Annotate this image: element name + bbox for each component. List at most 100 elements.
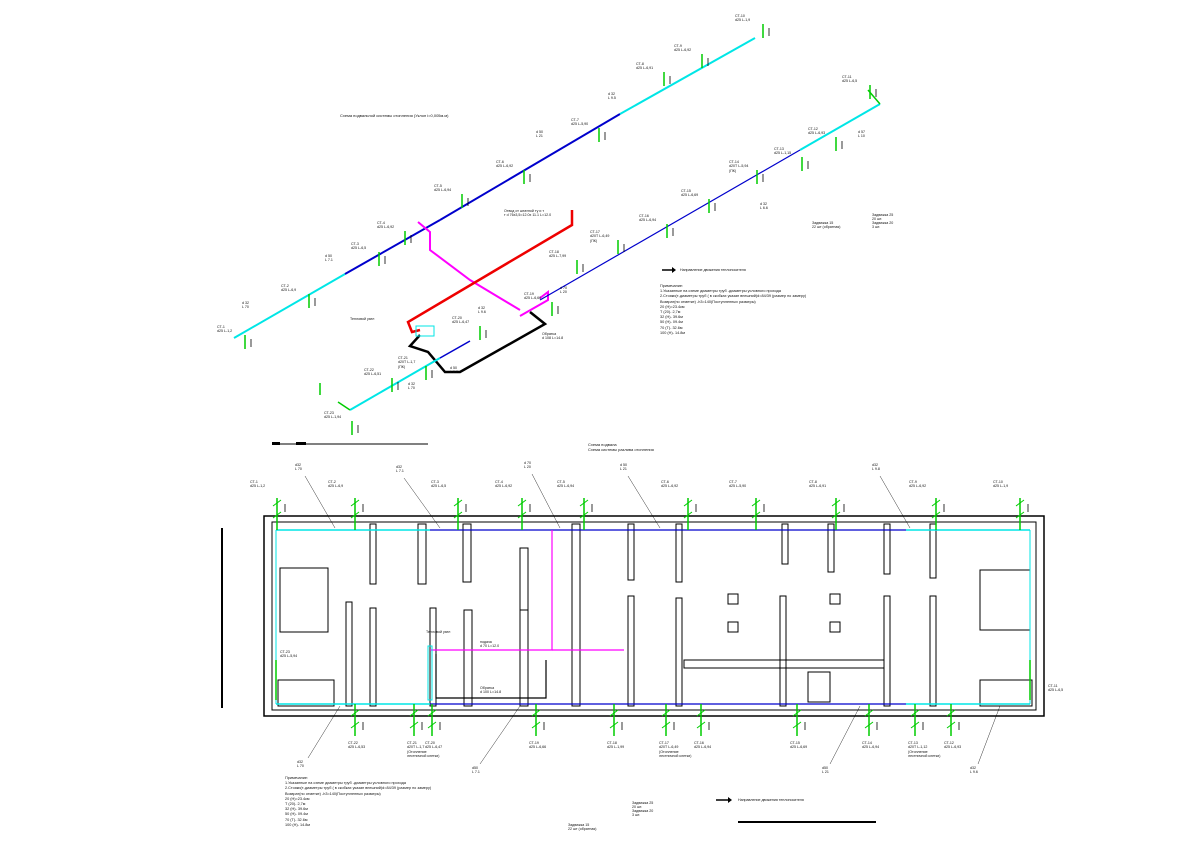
riser-name: СТ-22: [348, 741, 358, 745]
riser-name: СТ-18: [549, 250, 559, 254]
riser-name: СТ-5: [434, 184, 442, 188]
iso-note-4: 20 (Н)=23.4км: [660, 304, 685, 309]
iso-note-8: 70 (Т)- 32.6м: [660, 325, 683, 330]
plan-note-0: Примечание:: [285, 776, 309, 780]
plan-note-4: 20 (Н)=23.4км: [285, 796, 310, 801]
riser-size: d25 L-1,2: [250, 484, 266, 489]
plan-riser-bottom-mark: [864, 709, 874, 717]
plan-riser-bottom-mark: [427, 721, 437, 729]
branch-pipe-blue: [539, 149, 801, 301]
riser-name: СТ-5: [557, 480, 565, 484]
riser-size: d25 L-6,94: [639, 218, 657, 223]
plan-riser-top-mark: [751, 499, 761, 507]
riser-name: СТ-15: [790, 741, 800, 745]
plan-valve-tag: Задвижка 15 22 шт (обратная): [568, 823, 597, 832]
plan-riser-bottom-mark: [531, 721, 541, 729]
plan-riser-bottom-mark: [864, 721, 874, 729]
iso-arrow-label: Направление движения теплоносителя: [680, 268, 746, 272]
riser-name: СТ-7: [571, 118, 579, 122]
plan-valve-1: Задвижка 25: [632, 801, 654, 805]
lower-green-stub-2: [337, 401, 351, 411]
iso-pipe-label: d 32 L 9.5: [608, 92, 616, 101]
plan-riser-bottom-mark: [910, 721, 920, 729]
plan-riser-bottom-mark: [609, 709, 619, 717]
riser-name: СТ-3: [431, 480, 439, 484]
riser-size: d25 L-6,92: [909, 484, 927, 489]
iso-node-label: Тепловой узел: [350, 317, 375, 321]
plan-riser-top-mark: [272, 499, 282, 507]
riser-name: СТ-20: [425, 741, 435, 745]
riser-name: СТ-11: [1048, 684, 1058, 688]
pipe-tag-leader: [304, 475, 336, 529]
riser-size: d25 L-6,94: [557, 484, 575, 489]
plan-riser-top-mark: [517, 511, 527, 519]
plan-arrow-head: [728, 797, 732, 803]
plan-riser-top-mark: [350, 511, 360, 519]
iso-arrow-head: [672, 267, 676, 273]
plan-riser-bottom-mark: [696, 709, 706, 717]
riser-name: СТ-3: [351, 242, 359, 246]
plan-riser-bottom-mark: [910, 709, 920, 717]
riser-name: СТ-2: [328, 480, 336, 484]
plan-riser-top-mark: [831, 499, 841, 507]
plan-outer-wall: [263, 515, 1045, 717]
riser-name: СТ-1: [217, 325, 225, 329]
plan-riser-bottom-mark: [946, 709, 956, 717]
plan-valve-3: Задвижка 20: [632, 809, 654, 813]
riser-name: СТ-23: [324, 411, 334, 415]
riser-size: d25 L-6,92: [674, 48, 692, 53]
riser-size: d25 L-1,9: [735, 18, 751, 23]
plan-note-7: 50 (Н)- 09.4м: [285, 812, 308, 817]
lower-branch-cyan: [349, 357, 441, 411]
riser-name: СТ-19: [524, 292, 534, 296]
riser-size: d25 L-1,9: [993, 484, 1009, 489]
riser-name: СТ-21: [407, 741, 417, 745]
riser-size: d25 L-6,51: [364, 372, 382, 377]
pipe-tag-leader: [307, 705, 341, 759]
plan-riser-top-mark: [579, 499, 589, 507]
riser-name: СТ-6: [496, 160, 504, 164]
riser-name: СТ-13: [774, 147, 784, 151]
riser-size: d25 L-6,47: [452, 320, 470, 325]
riser-name: СТ-10: [993, 480, 1003, 484]
iso-pipe-label: d 50 L 21: [536, 130, 543, 139]
branch-pipe-cyan: [799, 103, 881, 151]
riser-name: СТ-12: [944, 741, 954, 745]
interior-walls: [277, 523, 1033, 707]
plan-riser-top-mark: [453, 511, 463, 519]
riser-name: СТ-12: [808, 127, 818, 131]
plan-riser-bottom-mark: [409, 721, 419, 729]
plan-riser-top-mark: [683, 511, 693, 519]
riser-layer: [244, 24, 1031, 765]
plan-riser-top-mark: [683, 499, 693, 507]
riser-size: d25 L-6,92: [495, 484, 513, 489]
riser-size: d25 L-6,94: [434, 188, 452, 193]
iso-notes: Примечание: 1.Указанные на схеме диаметр…: [660, 284, 806, 336]
riser-name: СТ-1: [250, 480, 258, 484]
iso-note-3: Возврат(по отметке) -h3=140(Поступленных…: [660, 299, 756, 304]
plan-riser-bottom-mark: [661, 721, 671, 729]
